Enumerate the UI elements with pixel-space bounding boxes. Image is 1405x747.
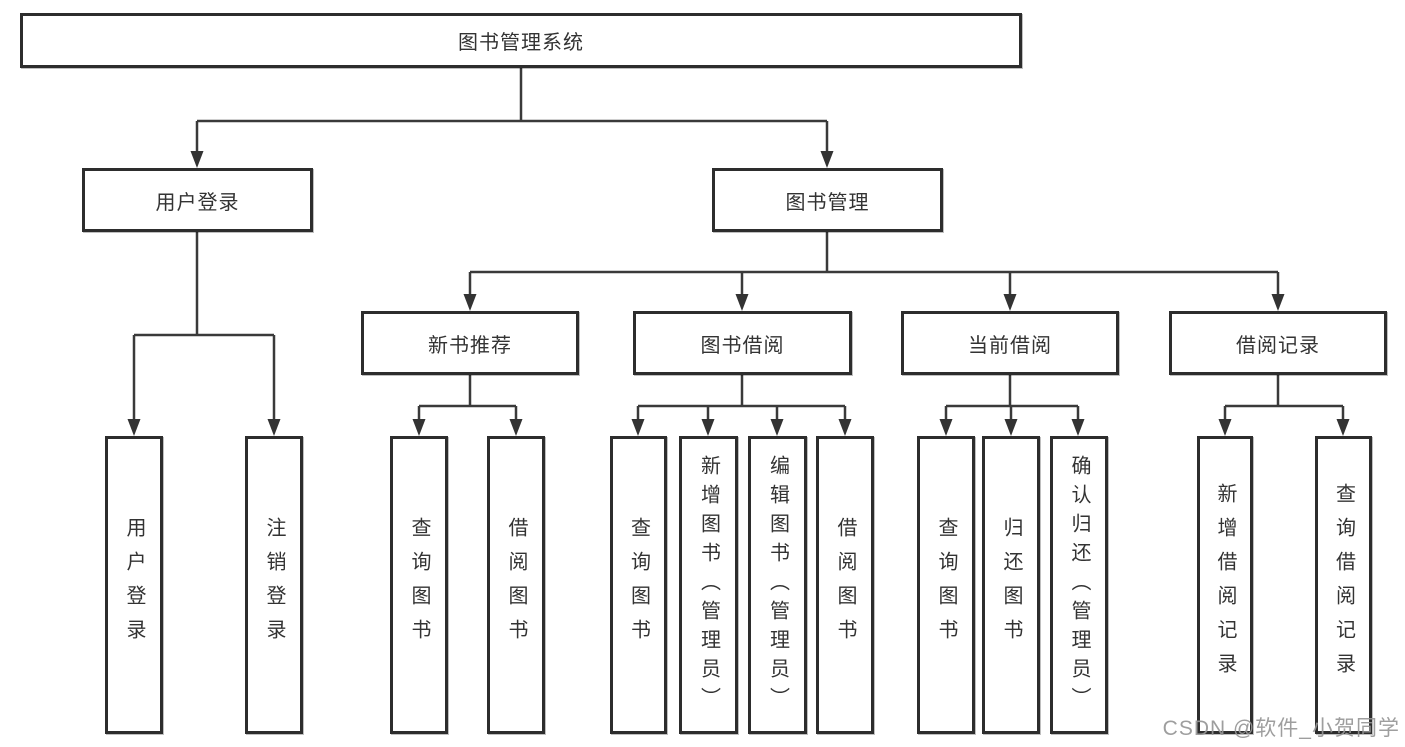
node-new-book-recommendation: 新书推荐	[361, 311, 579, 375]
node-label: 借阅图书	[834, 517, 856, 653]
node-borrowing-records: 借阅记录	[1169, 311, 1387, 375]
node-label: 图书借阅	[700, 334, 785, 357]
leaf-query-books-current: 查询图书	[917, 436, 975, 734]
node-label: 借阅记录	[1236, 334, 1320, 357]
node-label: 新书推荐	[428, 334, 512, 357]
connector-current-borrow-to-leaves	[939, 375, 1085, 436]
node-book-management: 图书管理	[712, 168, 943, 232]
node-label: 查询图书	[935, 517, 957, 653]
leaf-confirm-return-admin: 确认归还（管理员）	[1050, 436, 1108, 734]
connector-book-borrow-to-leaves	[631, 375, 852, 436]
arrowhead	[735, 294, 749, 311]
leaf-query-books-borrow: 查询图书	[610, 436, 667, 734]
arrowhead	[1004, 419, 1018, 436]
node-user-login: 用户登录	[82, 168, 313, 232]
leaf-borrow-books: 借阅图书	[816, 436, 874, 734]
csdn-watermark: CSDN @软件_小贺同学	[1162, 717, 1400, 740]
node-label: 查询图书	[408, 517, 430, 653]
node-label: 归还图书	[1000, 517, 1022, 653]
node-label: 借阅图书	[505, 517, 527, 653]
node-label: 注销登录	[263, 517, 285, 653]
arrowhead	[1271, 294, 1285, 311]
node-current-borrowing: 当前借阅	[901, 311, 1119, 375]
arrowhead	[631, 419, 645, 436]
arrowhead	[820, 151, 834, 168]
arrowhead	[267, 419, 281, 436]
arrowhead	[770, 419, 784, 436]
node-label: 图书管理	[785, 191, 870, 214]
leaf-return-books: 归还图书	[982, 436, 1040, 734]
arrowhead	[939, 419, 953, 436]
node-label: 编辑图书（管理员）	[766, 454, 789, 716]
leaf-query-borrow-record: 查询借阅记录	[1315, 436, 1372, 734]
arrowhead	[1218, 419, 1232, 436]
connector-new-book-to-leaves	[412, 375, 523, 436]
arrowhead	[701, 419, 715, 436]
arrowhead	[1003, 294, 1017, 311]
node-label: 新增图书（管理员）	[697, 454, 720, 716]
leaf-logout: 注销登录	[245, 436, 303, 734]
arrowhead	[463, 294, 477, 311]
leaf-query-books-recommend: 查询图书	[390, 436, 448, 734]
arrowhead	[509, 419, 523, 436]
node-label: 当前借阅	[968, 334, 1052, 357]
node-library-management-system: 图书管理系统	[20, 13, 1022, 68]
node-label: 图书管理系统	[458, 32, 584, 54]
node-label: 查询图书	[627, 517, 650, 653]
arrowhead	[1071, 419, 1085, 436]
node-label: 查询借阅记录	[1332, 483, 1355, 687]
arrowhead	[838, 419, 852, 436]
arrowhead	[412, 419, 426, 436]
leaf-add-book-admin: 新增图书（管理员）	[679, 436, 738, 734]
connector-root-to-level1	[190, 68, 834, 168]
node-book-borrowing: 图书借阅	[633, 311, 852, 375]
arrowhead	[190, 151, 204, 168]
node-label: 用户登录	[155, 191, 240, 214]
leaf-borrow-books-recommend: 借阅图书	[487, 436, 545, 734]
node-label: 用户登录	[123, 517, 145, 653]
leaf-edit-book-admin: 编辑图书（管理员）	[748, 436, 807, 734]
leaf-add-borrow-record: 新增借阅记录	[1197, 436, 1253, 734]
connector-borrow-record-to-leaves	[1218, 375, 1350, 436]
arrowhead	[127, 419, 141, 436]
connector-user-login-to-leaves	[127, 232, 281, 436]
node-label: 确认归还（管理员）	[1068, 454, 1090, 716]
connector-book-management-to-level2	[463, 232, 1285, 311]
arrowhead	[1336, 419, 1350, 436]
leaf-user-login: 用户登录	[105, 436, 163, 734]
node-label: 新增借阅记录	[1214, 483, 1236, 687]
